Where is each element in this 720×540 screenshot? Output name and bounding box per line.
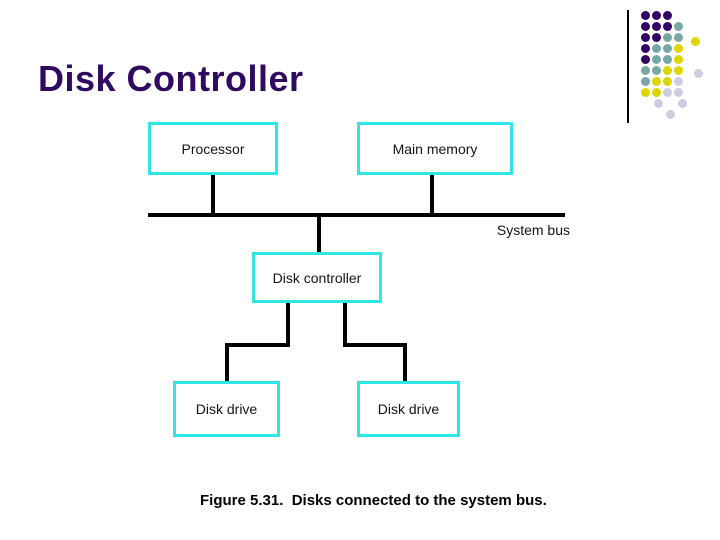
decoration-dot [640, 10, 650, 20]
decoration-dot [662, 54, 672, 64]
disk-drive-right-label: Disk drive [377, 401, 440, 417]
main-memory-label: Main memory [392, 140, 478, 157]
decoration-dot [640, 54, 650, 64]
decoration-dot [677, 98, 687, 108]
system-bus-label: System bus [496, 222, 570, 238]
decoration-dot [673, 54, 683, 64]
disk-controller-box: Disk controller [252, 252, 382, 303]
left-drive-drop-line [225, 343, 229, 383]
decoration-dot [673, 21, 683, 31]
decoration-dot [673, 43, 683, 53]
decoration-vertical-line [627, 10, 629, 123]
controller-bus-connector-line [317, 215, 321, 254]
slide-title: Disk Controller [38, 58, 304, 99]
decoration-dot [640, 76, 650, 86]
decoration-dot [662, 76, 672, 86]
processor-box: Processor [148, 122, 278, 175]
decoration-dot [640, 87, 650, 97]
disk-controller-label: Disk controller [272, 269, 362, 286]
disk-drive-left-label: Disk drive [195, 401, 258, 417]
disk-drive-left-box: Disk drive [173, 381, 280, 437]
right-elbow-line [343, 343, 407, 347]
decoration-dot [673, 32, 683, 42]
decoration-dot [653, 98, 663, 108]
decoration-dot [662, 43, 672, 53]
controller-right-drop-line [343, 301, 347, 347]
decoration-dot [662, 10, 672, 20]
decoration-dot [651, 54, 661, 64]
decoration-dot [651, 65, 661, 75]
system-bus-line [148, 213, 565, 217]
processor-label: Processor [181, 140, 245, 157]
controller-left-drop-line [286, 301, 290, 347]
decoration-dot [673, 65, 683, 75]
left-elbow-line [225, 343, 290, 347]
decoration-dot [693, 68, 703, 78]
main-memory-box: Main memory [357, 122, 513, 175]
decoration-dot [662, 87, 672, 97]
decoration-dot [651, 10, 661, 20]
decoration-dot [662, 32, 672, 42]
decoration-dot [665, 109, 675, 119]
figure-caption: Figure 5.31. Disks connected to the syst… [200, 492, 547, 509]
decoration-dot [690, 36, 700, 46]
decoration-dot [662, 21, 672, 31]
decoration-dot [651, 21, 661, 31]
decoration-dot [651, 76, 661, 86]
decoration-dot [640, 43, 650, 53]
decoration-dot [651, 87, 661, 97]
decoration-dot [673, 87, 683, 97]
decoration-dot [673, 76, 683, 86]
decoration-dot [640, 65, 650, 75]
decoration-dot [640, 21, 650, 31]
decoration-dot [662, 65, 672, 75]
memory-bus-connector-line [430, 173, 434, 215]
right-drive-drop-line [403, 343, 407, 383]
decoration-dot [651, 32, 661, 42]
disk-drive-right-box: Disk drive [357, 381, 460, 437]
decoration-dot [640, 32, 650, 42]
decoration-dot [651, 43, 661, 53]
processor-bus-connector-line [211, 173, 215, 215]
